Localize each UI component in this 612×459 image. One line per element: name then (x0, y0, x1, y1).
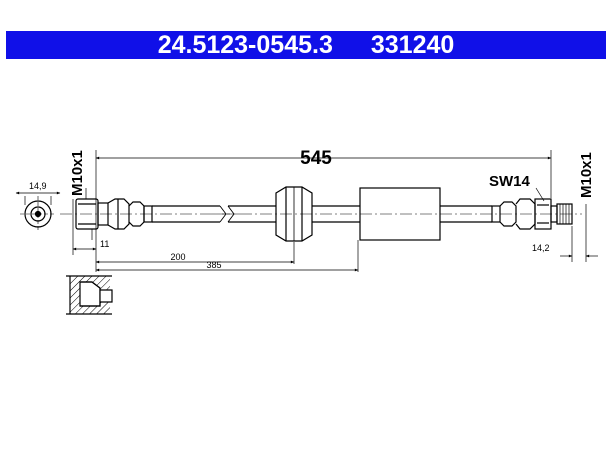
total-length-label: 545 (300, 148, 332, 169)
end-view-left (15, 191, 61, 232)
title-banner: 24.5123-0545.3 331240 (6, 31, 606, 59)
thread-right-label: M10x1 (578, 152, 595, 198)
clamp-position-label: 200 (170, 252, 185, 262)
fitting-length-label: 11 (100, 239, 109, 249)
diameter-label: 14,9 (29, 181, 47, 191)
wrench-size-label: SW14 (489, 173, 531, 190)
offset-right-label: 14,2 (532, 243, 550, 253)
part-number: 24.5123-0545.3 (157, 30, 333, 59)
dimension-lines (72, 156, 598, 272)
thread-left-label: M10x1 (69, 150, 86, 196)
section-detail (66, 275, 113, 315)
hose (152, 205, 492, 223)
reference-number: 331240 (370, 30, 455, 59)
sleeve-position-label: 385 (206, 260, 221, 270)
